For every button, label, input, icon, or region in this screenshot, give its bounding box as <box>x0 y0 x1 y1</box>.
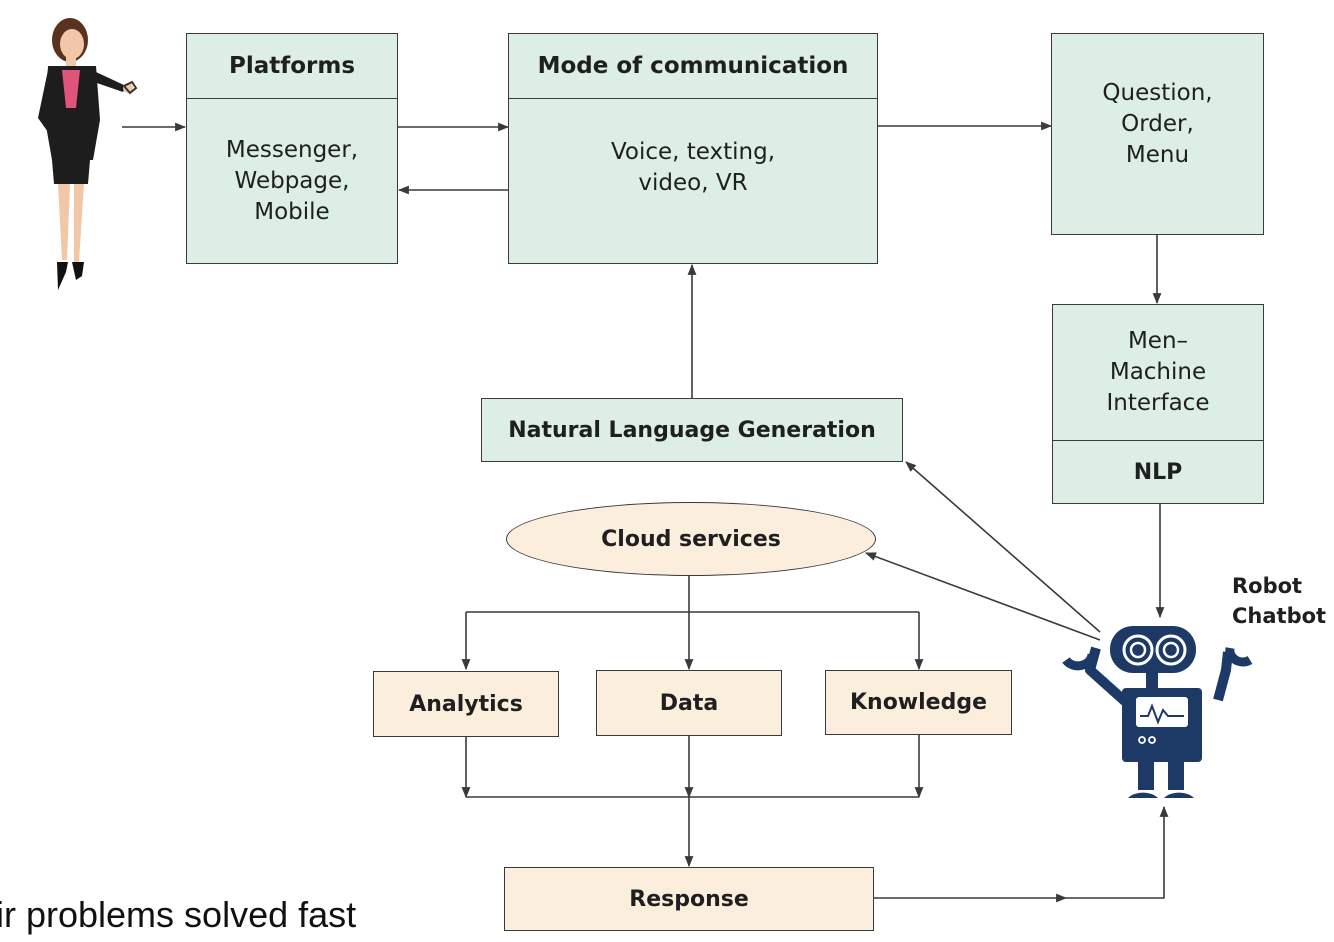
data-label: Data <box>659 690 719 716</box>
nlg-label: Natural Language Generation <box>508 417 876 443</box>
mmi-nlp-box: Men– Machine Interface NLP <box>1052 304 1264 504</box>
nlp-label: NLP <box>1133 459 1183 485</box>
cloud-services-ellipse: Cloud services <box>506 502 876 576</box>
platforms-body: Messenger, Webpage, Mobile <box>225 136 359 225</box>
nlg-box: Natural Language Generation <box>481 398 903 462</box>
mode-body: Voice, texting, video, VR <box>610 139 776 196</box>
response-box: Response <box>504 867 874 931</box>
cloud-services-label: Cloud services <box>601 526 781 552</box>
robot-chatbot-label: Robot Chatbot <box>1232 574 1327 628</box>
data-box: Data <box>596 670 782 736</box>
response-label: Response <box>629 886 749 912</box>
mmi-body: Men– Machine Interface <box>1053 305 1263 441</box>
arrow-robot-to-cloud <box>864 552 1101 641</box>
analytics-label: Analytics <box>409 691 523 717</box>
question-body: Question, Order, Menu <box>1102 79 1213 168</box>
question-order-menu-box: Question, Order, Menu <box>1051 33 1264 235</box>
mode-of-communication-box: Mode of communication Voice, texting, vi… <box>508 33 878 264</box>
cropped-caption-text: ir problems solved fast <box>0 894 357 935</box>
arrow-response-to-robot <box>1066 805 1169 899</box>
platforms-box: Platforms Messenger, Webpage, Mobile <box>186 33 398 264</box>
knowledge-box: Knowledge <box>825 670 1012 735</box>
analytics-box: Analytics <box>373 671 559 737</box>
mode-title: Mode of communication <box>509 34 877 99</box>
robot-chatbot-icon <box>1062 626 1253 798</box>
user-figure <box>38 18 138 290</box>
platforms-title: Platforms <box>187 34 397 99</box>
arrow-robot-to-nlg <box>905 461 1101 633</box>
knowledge-label: Knowledge <box>849 690 988 715</box>
